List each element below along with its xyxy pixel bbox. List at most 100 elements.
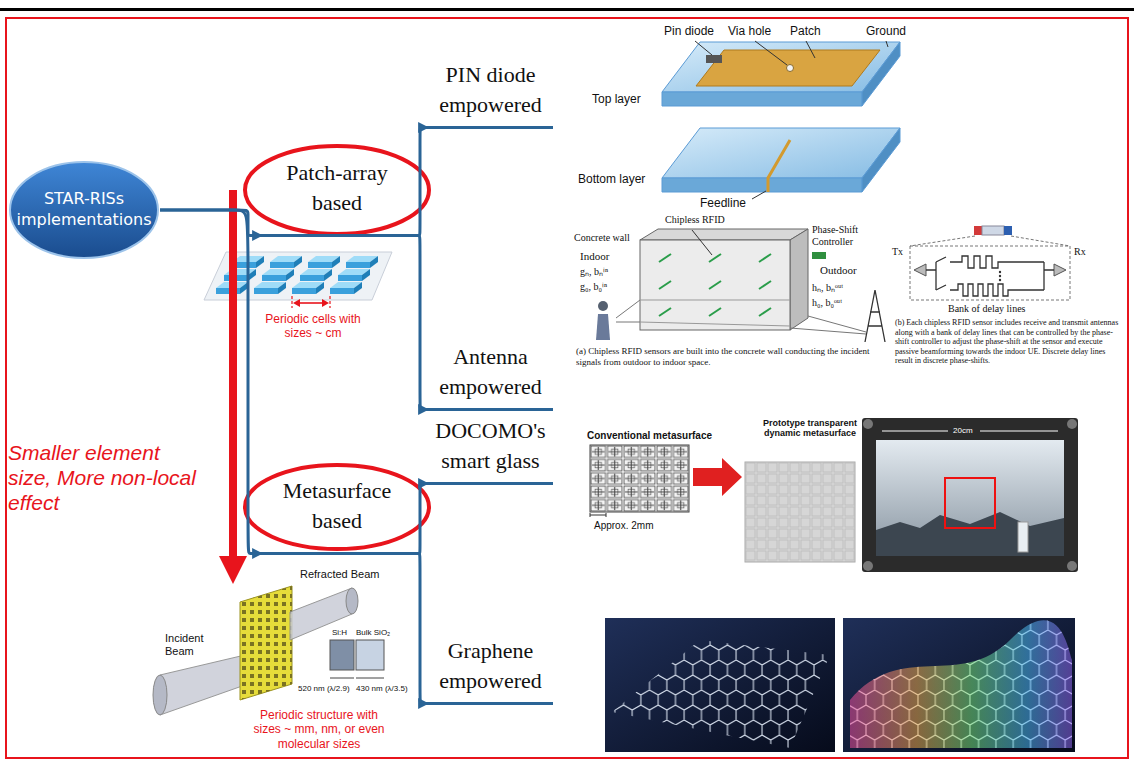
delay-line-bank — [910, 246, 1070, 300]
chipless-rfid-wall — [812, 252, 826, 259]
figure-label: Via hole — [728, 24, 771, 38]
smart-glass — [1067, 561, 1077, 571]
annotation-note: Periodic cells with sizes ~ cm — [258, 312, 368, 341]
figure-label: Bottom layer — [578, 172, 645, 186]
smart-glass — [863, 561, 873, 571]
smart-glass — [1018, 522, 1028, 552]
figure-label: Outdoor — [820, 264, 857, 277]
smart-glass — [945, 478, 995, 528]
figure-label: Refracted Beam — [300, 568, 379, 581]
chipless-rfid-wall — [640, 300, 790, 326]
frame — [0, 8, 1134, 758]
chipless-rfid-wall — [709, 254, 721, 262]
graphene-sheet — [850, 620, 1072, 748]
figure-label: Indoor — [580, 250, 609, 263]
figure-label: Feedline — [700, 196, 746, 210]
figure-label: Top layer — [592, 92, 641, 106]
figure-label: Bulk SiO₂ — [356, 628, 390, 638]
category-label: Metasurface based — [262, 470, 412, 555]
node-text: DOCOMO's smart glass — [428, 416, 553, 476]
pin-diode-unit-cell — [752, 191, 766, 199]
graphene-sheet — [850, 620, 1072, 748]
figure-label: Conventional metasurface — [587, 430, 712, 442]
chipless-rfid-wall — [616, 322, 640, 323]
chipless-rfid-wall — [596, 314, 610, 340]
node-text: Patch-array based — [262, 158, 412, 218]
node-text: Metasurface based — [262, 476, 412, 536]
smart-glass — [745, 462, 855, 562]
smart-glass — [590, 513, 606, 517]
metasurface-beam — [330, 678, 384, 679]
metasurface-beam — [153, 675, 167, 715]
delay-line-bank — [982, 226, 1004, 235]
patch-array — [292, 296, 330, 308]
chipless-rfid-wall — [790, 328, 866, 334]
tree-connector — [412, 236, 428, 410]
trend-arrow — [229, 190, 237, 560]
smart-glass — [590, 445, 689, 512]
figure-label: g₀, b₀ⁱⁿ — [580, 281, 607, 293]
metasurface-beam — [330, 640, 354, 670]
node-text: Graphene empowered — [428, 636, 553, 696]
pin-diode-unit-cell — [662, 41, 900, 199]
pin-diode-unit-cell — [662, 92, 862, 106]
figure-label: Tx — [892, 246, 903, 258]
highlight-ellipse — [245, 146, 429, 234]
trend-arrow — [219, 556, 247, 584]
graphene-sheet — [605, 618, 835, 752]
tree-connector — [412, 554, 428, 704]
figure-label: Ground — [866, 24, 906, 38]
node-text: STAR-RISs implementations — [14, 189, 154, 231]
highlight-ellipse — [245, 465, 429, 549]
smart-glass — [590, 418, 1078, 572]
pin-diode-unit-cell — [662, 42, 900, 92]
pin-diode-unit-cell — [862, 128, 900, 192]
delay-line-bank — [999, 275, 1001, 277]
category-label: Patch-array based — [262, 152, 412, 237]
chipless-rfid-wall — [659, 281, 671, 289]
chipless-rfid-wall — [640, 240, 790, 330]
branch-label: DOCOMO's smart glass — [428, 412, 553, 485]
node-text: PIN diode empowered — [428, 60, 553, 120]
figure-label: Patch — [790, 24, 821, 38]
patch-array — [262, 269, 294, 281]
metasurface-beam — [290, 588, 352, 640]
figure-label: Rx — [1074, 246, 1086, 258]
figure-label: Concrete wall — [574, 232, 630, 244]
figure-label: Incident Beam — [165, 632, 215, 658]
pin-diode-unit-cell — [806, 41, 815, 58]
patch-array — [293, 299, 300, 307]
chipless-rfid-wall — [808, 316, 866, 332]
delay-line-bank — [1054, 264, 1066, 276]
patch-array — [308, 256, 340, 268]
node-text: Antenna empowered — [428, 342, 553, 402]
smart-glass — [745, 462, 855, 562]
metasurface-beam — [153, 586, 384, 715]
tree-connector — [412, 484, 428, 554]
chipless-rfid-wall — [659, 254, 671, 262]
figure-label: Bank of delay lines — [948, 303, 1025, 315]
chipless-rfid-wall — [640, 322, 790, 326]
chipless-rfid-wall — [865, 290, 885, 342]
patch-array — [292, 282, 324, 294]
pin-diode-unit-cell — [787, 65, 794, 72]
chipless-rfid-wall — [616, 300, 640, 318]
figure-label: (a) Chipless RFID sensors are built into… — [576, 346, 876, 368]
figure-label: Phase-Shift Controller — [812, 224, 874, 248]
chipless-rfid-wall — [659, 254, 771, 316]
pin-diode-unit-cell — [696, 50, 880, 86]
patch-array — [224, 269, 256, 281]
figure-label: gₙ, bₙⁱⁿ — [580, 266, 608, 278]
chipless-rfid-wall — [759, 281, 771, 289]
figure-label: (b) Each chipless RFID sensor includes r… — [895, 318, 1123, 366]
chipless-rfid-wall — [640, 300, 790, 301]
metasurface-beam — [240, 586, 292, 700]
implementation-ellipse: STAR-RISs implementations — [8, 160, 160, 260]
graphene-sheet — [843, 618, 1075, 752]
figure-label: Approx. 2mm — [594, 520, 653, 532]
patch-array — [270, 256, 302, 268]
graphene-sheet — [605, 618, 1075, 752]
patch-array — [338, 269, 370, 281]
chipless-rfid-wall — [759, 254, 771, 262]
